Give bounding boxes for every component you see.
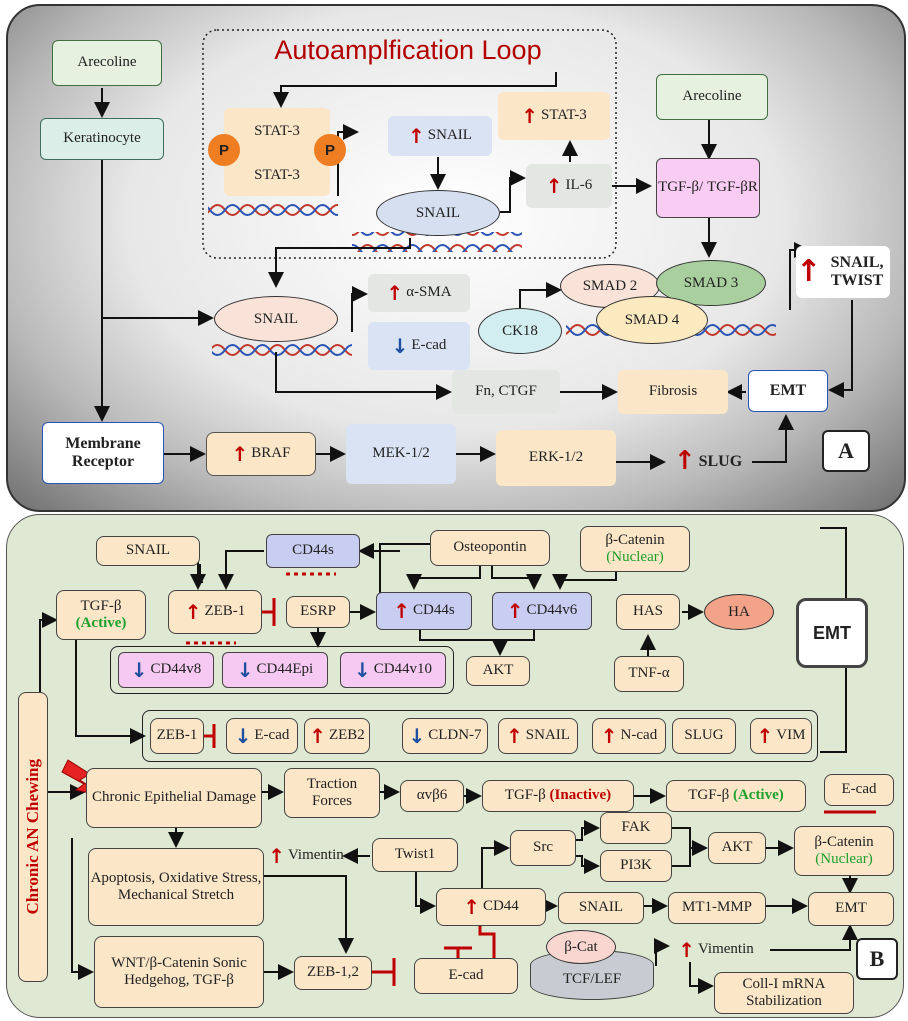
emt-side: EMT	[796, 598, 868, 668]
osteopontin-box: Osteopontin	[430, 530, 550, 566]
loop-title: Autoamplfication Loop	[274, 35, 542, 66]
mek-box: MEK-1/2	[346, 424, 456, 484]
snail-b: SNAIL	[96, 536, 200, 566]
bcatenin-nuclear-top: β-Catenin(Nuclear)	[580, 526, 690, 572]
slug-label: ↑SLUG	[673, 446, 743, 477]
membrane-receptor: Membrane Receptor	[42, 422, 164, 484]
stat3-top: STAT-3	[224, 108, 330, 156]
erk-box: ERK-1/2	[496, 430, 616, 486]
chain-zeb2: ↑ZEB2	[304, 718, 370, 754]
tgfb-receptor: TGF-β/ TGF-βR	[656, 158, 760, 218]
panel-a-label: A	[822, 430, 870, 472]
src-box: Src	[510, 830, 576, 866]
chain-ncad: ↑N-cad	[592, 718, 666, 754]
has-box: HAS	[616, 594, 680, 630]
ecad-low: E-cad	[414, 958, 518, 994]
tgfb-active2: TGF-β (Active)	[666, 780, 806, 812]
zeb1-box: ↑ZEB-1	[168, 590, 262, 634]
snail-twist-label: ↑SNAIL, TWIST	[796, 246, 890, 298]
chain-ecad: ↓E-cad	[226, 718, 298, 754]
smad4: SMAD 4	[596, 296, 708, 344]
arecoline-right: Arecoline	[656, 74, 768, 120]
braf-box: ↑BRAF	[206, 432, 316, 476]
ck18: CK18	[478, 308, 562, 354]
cd44s-box: ↑CD44s	[376, 592, 472, 630]
dna-strand	[212, 338, 352, 358]
phospho-icon: P	[208, 134, 240, 166]
chain-cldn7: ↓CLDN-7	[402, 718, 488, 754]
emt-box: EMT	[748, 370, 828, 412]
ecad-box: ↓E-cad	[368, 322, 470, 370]
integrin-box: αvβ6	[400, 780, 464, 812]
chronic-chewing: Chronic AN Chewing	[18, 692, 48, 982]
arecoline-left: Arecoline	[52, 40, 162, 86]
isoform-group	[110, 646, 454, 694]
tnfa-box: TNF-α	[614, 656, 684, 692]
chain-slug: SLUG	[672, 718, 736, 754]
tgfb-active: TGF-β(Active)	[56, 590, 146, 640]
pi3k-box: PI3K	[600, 850, 672, 882]
akt-mid: AKT	[466, 656, 530, 686]
fibrosis-box: Fibrosis	[618, 370, 728, 414]
chain-vim: ↑VIM	[750, 718, 812, 754]
cd44v8-box: ↓CD44v8	[118, 652, 214, 688]
apoptosis-box: Apoptosis, Oxidative Stress, Mechanical …	[88, 848, 264, 926]
bcat-ellipse: β-Cat	[546, 930, 616, 964]
vimentin-low: ↑Vimentin	[678, 937, 754, 962]
chain-zeb1: ZEB-1	[150, 718, 204, 754]
loop-region	[202, 29, 617, 259]
tgfb-inactive: TGF-β (Inactive)	[482, 780, 634, 812]
chronic-damage: Chronic Epithelial Damage	[86, 768, 262, 828]
akt-low: AKT	[708, 832, 766, 864]
fak-box: FAK	[600, 812, 672, 844]
traction-forces: Traction Forces	[284, 768, 380, 818]
cd44-low: ↑CD44	[436, 888, 546, 926]
chain-snail: ↑SNAIL	[498, 718, 578, 754]
twist1-box: Twist1	[372, 838, 458, 872]
snail-ellipse-main: SNAIL	[214, 296, 338, 342]
keratinocyte-box: Keratinocyte	[40, 118, 164, 160]
zeb12-box: ZEB-1,2	[294, 956, 372, 990]
ecad-right: E-cad	[824, 774, 894, 806]
stat3-bottom: STAT-3	[224, 156, 330, 196]
snail-ellipse-loop: SNAIL	[376, 190, 500, 236]
il6-box: ↑IL-6	[526, 164, 612, 208]
emt-low: EMT	[808, 892, 894, 926]
ha-ellipse: HA	[704, 594, 774, 630]
stat3-up-box: ↑STAT-3	[498, 92, 610, 140]
bcatenin-nuclear-low: β-Catenin(Nuclear)	[794, 826, 894, 876]
esrp-box: ESRP	[286, 596, 350, 628]
snail-low: SNAIL	[558, 892, 644, 924]
coll-box: Coll-I mRNA Stabilization	[714, 972, 854, 1014]
vimentin-left: ↑Vimentin	[268, 843, 344, 868]
panel-b-label: B	[856, 938, 898, 980]
cd44v10-box: ↓CD44v10	[340, 652, 446, 688]
fn-ctgf-box: Fn, CTGF	[452, 370, 560, 414]
cd44epi-box: ↓CD44Epi	[222, 652, 328, 688]
wnt-box: WNT/β-Catenin Sonic Hedgehog, TGF-β	[94, 936, 264, 1008]
cd44v6-box: ↑CD44v6	[492, 592, 592, 630]
phospho-icon: P	[314, 134, 346, 166]
mt1mmp-box: MT1-MMP	[668, 892, 766, 924]
dna-strand	[208, 198, 338, 218]
cd44s-top: CD44s	[266, 534, 360, 568]
asma-box: ↑α-SMA	[368, 274, 470, 312]
snail-up-box: ↑SNAIL	[388, 116, 492, 156]
